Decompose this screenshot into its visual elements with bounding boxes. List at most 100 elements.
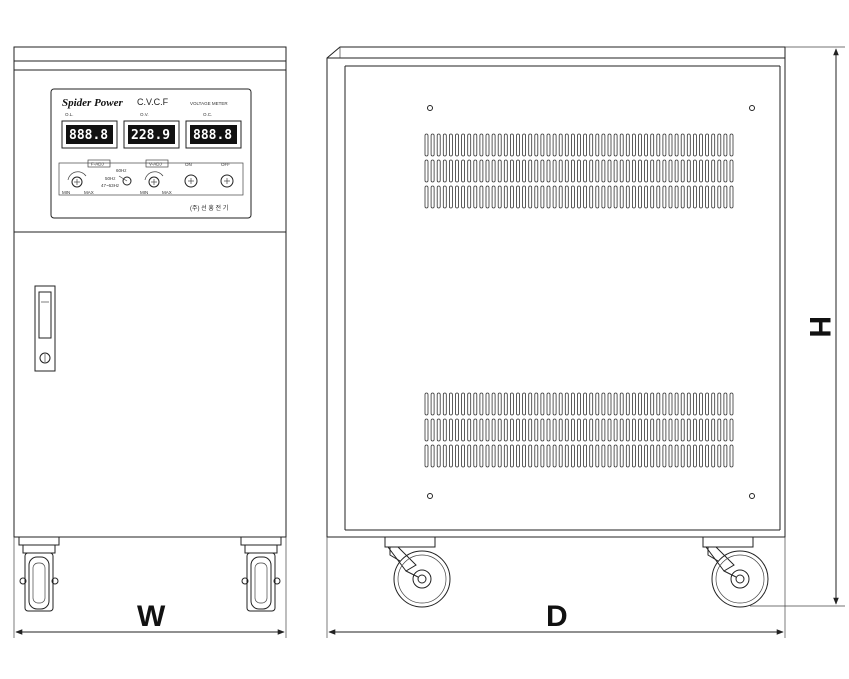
vent-slot bbox=[497, 159, 502, 183]
vent-slot bbox=[680, 159, 685, 183]
vent-slot bbox=[442, 418, 447, 442]
vent-slot bbox=[479, 133, 484, 157]
vent-slot bbox=[448, 185, 453, 209]
vent-slot bbox=[540, 418, 545, 442]
vent-slot bbox=[644, 418, 648, 442]
vent-slot bbox=[552, 392, 557, 416]
vent-slot bbox=[723, 159, 728, 183]
vent-slot bbox=[461, 392, 466, 416]
screw-icon bbox=[427, 493, 433, 499]
vent-slot bbox=[693, 444, 697, 468]
vent-slot bbox=[619, 133, 624, 157]
vent-slot bbox=[424, 444, 429, 468]
vent-slot bbox=[705, 418, 709, 442]
vent-slot bbox=[601, 418, 606, 442]
vent-slot bbox=[436, 418, 441, 442]
vent-slot bbox=[674, 444, 679, 468]
meter-3-value: 888.8 bbox=[193, 128, 232, 143]
vent-slot bbox=[455, 133, 459, 157]
vent-slot bbox=[619, 185, 624, 209]
vent-slot bbox=[674, 418, 679, 442]
on-button-icon bbox=[184, 174, 198, 188]
vent-slot bbox=[430, 185, 435, 209]
vent-slot bbox=[680, 185, 685, 209]
vent-slot bbox=[638, 418, 642, 442]
vent-slot bbox=[540, 159, 545, 183]
vent-slot bbox=[509, 444, 514, 468]
vent-slot bbox=[632, 418, 636, 442]
vent-slot bbox=[589, 159, 594, 183]
vent-slot bbox=[668, 133, 673, 157]
width-dimension: W bbox=[13, 537, 287, 638]
vent-slot bbox=[424, 159, 429, 183]
vent-slot bbox=[668, 159, 673, 183]
vent-slot bbox=[528, 392, 533, 416]
vent-slot bbox=[516, 185, 520, 209]
vent-slot bbox=[424, 185, 429, 209]
vent-slot bbox=[564, 159, 569, 183]
vent-slot bbox=[729, 185, 734, 209]
vent-slot bbox=[467, 418, 472, 442]
vent-slot bbox=[424, 392, 429, 416]
meter-3-bezel bbox=[185, 120, 242, 149]
vent-slot bbox=[613, 133, 618, 157]
side-view bbox=[326, 46, 786, 608]
vent-slot bbox=[680, 392, 685, 416]
vent-slot bbox=[546, 392, 551, 416]
vent-slot bbox=[705, 133, 709, 157]
vent-slot bbox=[473, 418, 478, 442]
vent-slot bbox=[601, 185, 606, 209]
vent-slot bbox=[577, 418, 581, 442]
vent-slot bbox=[693, 392, 697, 416]
vent-slot bbox=[491, 185, 496, 209]
vent-slot bbox=[656, 159, 661, 183]
vent-slot bbox=[595, 159, 600, 183]
vent-slot bbox=[448, 159, 453, 183]
vent-slot bbox=[644, 185, 648, 209]
vent-slot bbox=[589, 133, 594, 157]
vent-slot bbox=[534, 133, 539, 157]
vent-slot bbox=[674, 392, 679, 416]
vent-slot bbox=[540, 133, 545, 157]
vent-slot bbox=[729, 133, 734, 157]
vent-slot bbox=[601, 159, 606, 183]
vent-slot bbox=[699, 392, 703, 416]
vent-slot bbox=[516, 444, 520, 468]
vent-slot bbox=[497, 133, 502, 157]
vent-slot bbox=[662, 159, 667, 183]
vent-slot bbox=[711, 418, 716, 442]
vent-slot bbox=[455, 444, 459, 468]
vent-slot bbox=[686, 133, 691, 157]
vent-slot bbox=[711, 392, 716, 416]
vent-slot bbox=[607, 133, 612, 157]
vent-slot bbox=[552, 133, 557, 157]
vent-slot bbox=[473, 392, 478, 416]
vent-slot bbox=[571, 185, 575, 209]
vent-slot bbox=[455, 159, 459, 183]
vent-slot bbox=[607, 392, 612, 416]
width-label: W bbox=[137, 600, 166, 633]
vent-slot bbox=[467, 444, 472, 468]
vent-slot bbox=[656, 418, 661, 442]
vent-slot bbox=[729, 392, 734, 416]
vent-slot bbox=[595, 392, 600, 416]
vent-slot bbox=[540, 392, 545, 416]
vent-slot bbox=[656, 185, 661, 209]
vent-slot bbox=[522, 159, 526, 183]
vent-slot bbox=[723, 444, 728, 468]
vent-slot bbox=[503, 418, 508, 442]
vent-slot bbox=[644, 392, 648, 416]
vent-slot bbox=[503, 159, 508, 183]
vent-slot bbox=[485, 159, 490, 183]
freq-60-label: 60Hz bbox=[116, 168, 127, 173]
vent-slot bbox=[491, 418, 496, 442]
vent-slot bbox=[638, 392, 642, 416]
vent-slot bbox=[680, 133, 685, 157]
vent-slot bbox=[509, 392, 514, 416]
vent-slot bbox=[595, 444, 600, 468]
vent-slot bbox=[558, 444, 563, 468]
vent-slot bbox=[509, 185, 514, 209]
vent-slot bbox=[613, 418, 618, 442]
vent-slot bbox=[613, 392, 618, 416]
meter-label-3: O.C. bbox=[203, 112, 212, 117]
